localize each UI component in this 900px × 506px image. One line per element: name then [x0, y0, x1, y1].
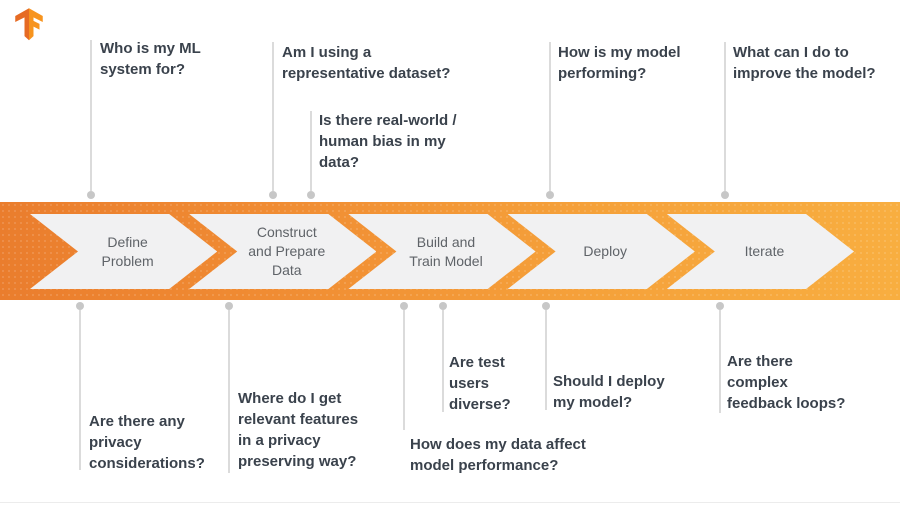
connector-line: [272, 42, 274, 191]
step-construct-and-prepare-data: Construct and Prepare Data: [189, 214, 376, 289]
connector-line: [79, 310, 81, 470]
connector-line: [90, 40, 92, 191]
connector-line: [545, 310, 547, 410]
connector-dot: [307, 191, 315, 199]
connector-dot: [76, 302, 84, 310]
question-should-deploy: Should I deploy my model?: [553, 373, 665, 411]
process-banner: Define Problem Construct and Prepare Dat…: [0, 202, 900, 300]
connector-dot: [439, 302, 447, 310]
question-improve-model: What can I do to improve the model?: [733, 44, 876, 82]
question-data-affect-performance: How does my data affect model performanc…: [410, 436, 586, 474]
connector-dot: [721, 191, 729, 199]
question-relevant-features-privacy: Where do I get relevant features in a pr…: [238, 390, 359, 470]
question-feedback-loops: Are there complex feedback loops?: [727, 353, 846, 412]
step-define-problem: Define Problem: [30, 214, 217, 289]
connector-dot: [225, 302, 233, 310]
question-test-users-diverse: Are test users diverse?: [449, 354, 511, 413]
chevron-row: Define Problem Construct and Prepare Dat…: [30, 214, 854, 289]
connector-line: [724, 42, 726, 191]
connector-line: [310, 111, 312, 191]
connector-dot: [542, 302, 550, 310]
question-privacy-considerations: Are there any privacy considerations?: [89, 413, 205, 472]
connector-dot: [546, 191, 554, 199]
connector-line: [549, 42, 551, 191]
connector-dot: [269, 191, 277, 199]
question-real-world-bias: Is there real-world / human bias in my d…: [319, 112, 457, 171]
tensorflow-logo-icon: [15, 8, 43, 41]
connector-dot: [87, 191, 95, 199]
question-representative-dataset: Am I using a representative dataset?: [282, 44, 451, 82]
question-who-is-my-ml-system-for: Who is my ML system for?: [100, 40, 201, 78]
step-build-and-train-model: Build and Train Model: [348, 214, 535, 289]
connector-line: [228, 310, 230, 473]
connector-line: [403, 310, 405, 430]
bottom-rule: [0, 502, 900, 503]
connector-line: [442, 310, 444, 412]
question-model-performing: How is my model performing?: [558, 44, 681, 82]
step-iterate: Iterate: [667, 214, 854, 289]
connector-dot: [716, 302, 724, 310]
step-deploy: Deploy: [508, 214, 695, 289]
connector-line: [719, 310, 721, 413]
connector-dot: [400, 302, 408, 310]
